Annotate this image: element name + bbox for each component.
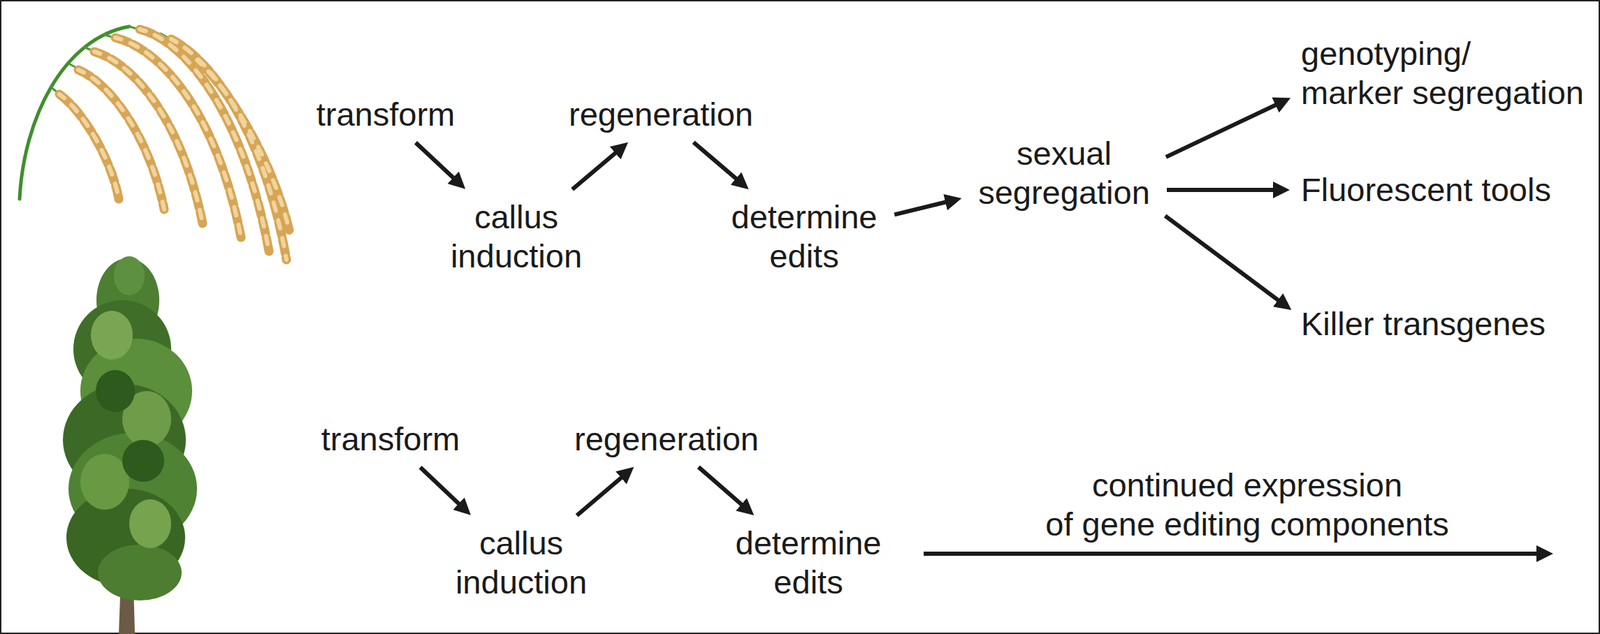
step-label: regeneration <box>561 417 772 462</box>
poplar-tree <box>62 256 198 634</box>
step-label: determine edits <box>722 194 887 279</box>
arrow-label: continued expression of gene editing com… <box>1037 463 1457 548</box>
flow-arrow <box>1165 215 1287 307</box>
step-text: determine edits <box>729 524 889 603</box>
step-label: transform <box>305 92 467 137</box>
rice-branches <box>51 26 291 263</box>
step-text: callus induction <box>447 524 596 603</box>
step-label: callus induction <box>439 194 594 279</box>
step-label: genotyping/ marker segregation <box>1298 31 1596 116</box>
step-label: Fluorescent tools <box>1298 167 1585 213</box>
step-text: transform <box>308 95 464 135</box>
step-text: sexual segregation <box>972 134 1156 213</box>
step-text: genotyping/ marker segregation <box>1300 34 1593 113</box>
step-label: transform <box>310 417 471 462</box>
flow-arrow <box>1166 187 1283 193</box>
expression-arrow <box>923 551 1547 557</box>
flow-arrow <box>420 467 467 511</box>
step-label: callus induction <box>444 521 599 606</box>
rice-stem <box>19 26 130 200</box>
flow-arrow <box>577 471 629 516</box>
step-label: determine edits <box>726 521 891 606</box>
label-text: continued expression of gene editing com… <box>1040 466 1454 545</box>
rice-panicle <box>19 26 291 263</box>
flow-arrow <box>415 142 461 185</box>
step-text: Fluorescent tools <box>1300 170 1582 210</box>
step-text: Killer transgenes <box>1300 304 1582 344</box>
rice-grains <box>59 29 290 260</box>
flow-arrow <box>693 142 744 186</box>
step-text: transform <box>313 419 469 460</box>
flow-arrow <box>894 199 955 215</box>
flow-arrow <box>1166 100 1285 157</box>
rice-grain-highlights <box>59 29 290 260</box>
step-text: regeneration <box>558 95 763 135</box>
step-label: sexual segregation <box>969 131 1159 216</box>
step-label: regeneration <box>556 92 766 137</box>
flow-arrow <box>572 146 623 190</box>
step-text: regeneration <box>564 419 769 460</box>
tree-crown <box>62 256 198 601</box>
step-label: Killer transgenes <box>1298 301 1585 347</box>
flow-arrow <box>698 467 749 512</box>
step-text: determine edits <box>725 197 884 276</box>
step-text: callus induction <box>442 197 591 276</box>
